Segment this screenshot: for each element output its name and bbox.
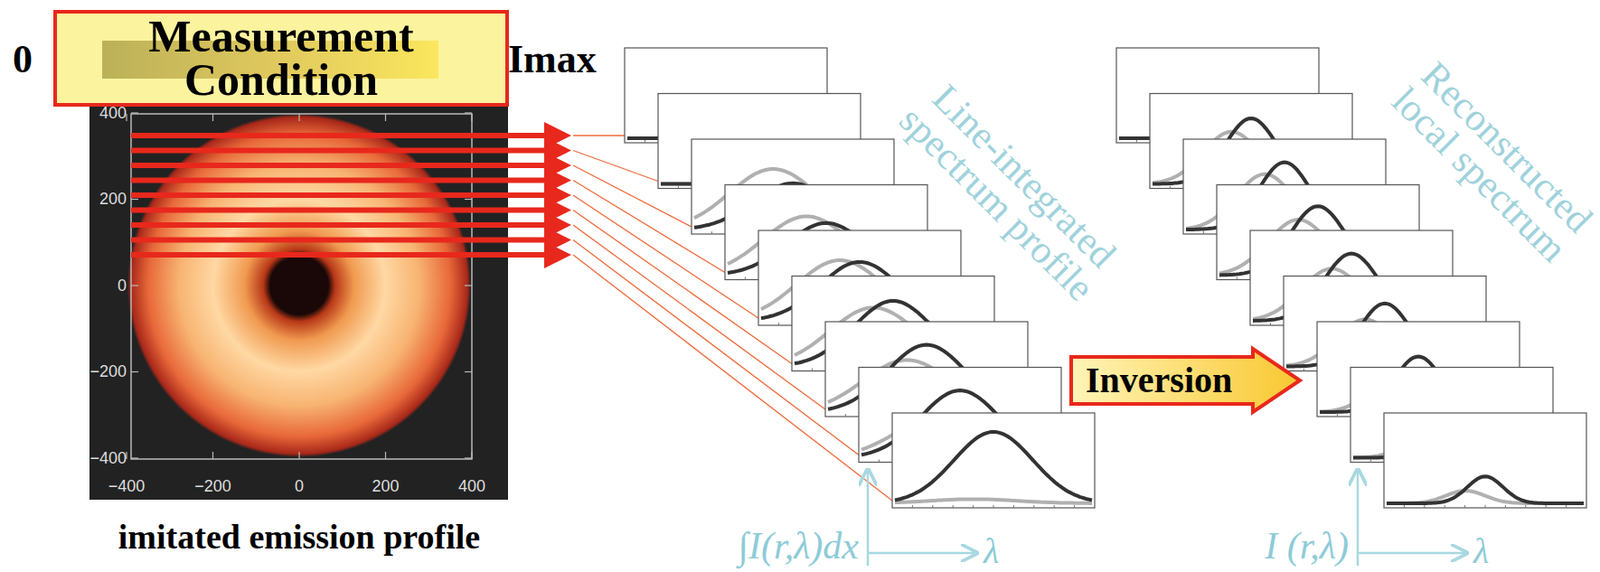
integrated-spectra	[624, 47, 1095, 509]
axis-title: I (r,λ)	[1264, 524, 1349, 568]
axis-title: λ	[983, 529, 999, 572]
axis-number: 400	[458, 477, 486, 497]
sight-lines	[131, 135, 566, 255]
axis-title: λ	[1473, 529, 1489, 572]
axis-number: 0	[294, 477, 304, 497]
node-text: Inversion	[1085, 360, 1233, 401]
spectrum-axes	[867, 470, 1467, 566]
local-spectra	[1116, 47, 1587, 509]
caption: imitated emission profile	[118, 517, 480, 557]
axis-number: 200	[99, 189, 127, 209]
axis-number: 200	[371, 477, 399, 497]
bar-label: 0	[12, 36, 33, 83]
axis-number: 0	[117, 276, 127, 296]
inversion-arrow: Inversion	[1069, 347, 1303, 415]
axis-number: −400	[108, 477, 146, 497]
node-text: Measurement Condition	[62, 15, 500, 102]
bar-label: Imax	[508, 36, 597, 83]
axis-number: −200	[194, 477, 232, 497]
axis-number: 400	[99, 103, 127, 123]
axis-number: −200	[89, 362, 127, 382]
axis-number: −400	[89, 449, 127, 469]
axis-title: ∫I(r,λ)dx	[738, 524, 860, 568]
condition-box: Measurement Condition	[53, 9, 509, 107]
